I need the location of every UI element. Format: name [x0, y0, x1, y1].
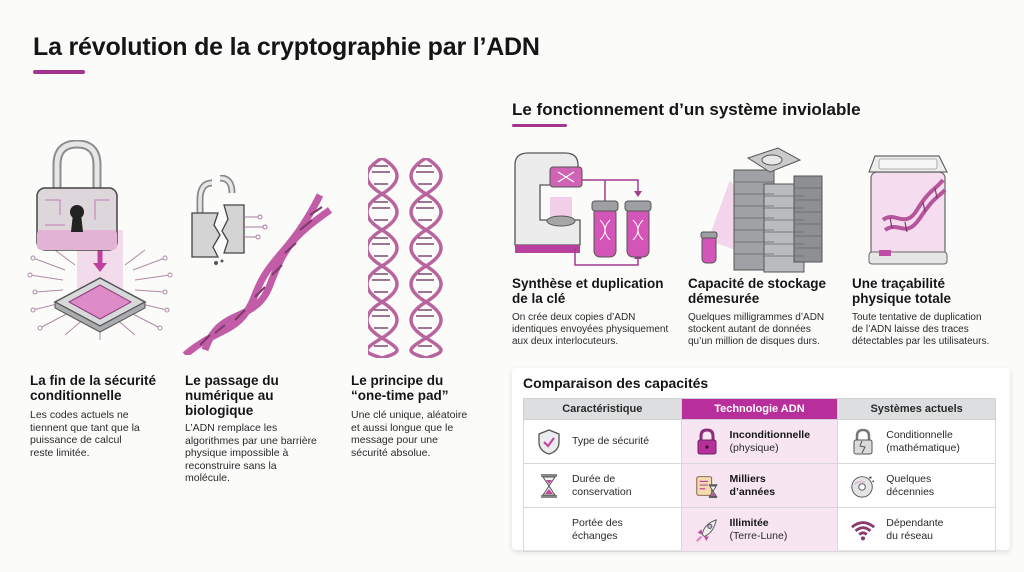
- card-title: Le passage du numérique au biologique: [185, 373, 279, 418]
- card-storage-capacity: Capacité de stockage démesurée Quelques …: [688, 276, 827, 347]
- column-header-adn: Technologie ADN: [680, 398, 839, 420]
- card-digital-to-biological: Le passage du numérique au biologique L’…: [185, 373, 335, 485]
- page-title: La révolution de la cryptographie par l’…: [33, 33, 540, 61]
- title-underline: [33, 70, 85, 74]
- card-title: Le principe du “one-time pad”: [351, 373, 449, 403]
- column-header-feature: Caractéristique: [523, 398, 682, 420]
- table-header-row: Caractéristique Technologie ADN Systèmes…: [523, 398, 996, 420]
- hourglass-icon: [536, 472, 562, 500]
- card-text: L’ADN remplace les algorithmes par une b…: [185, 422, 317, 484]
- rocket-icon: [694, 516, 720, 544]
- card-end-of-conditional-security: La fin de la sécurité conditionnelle Les…: [30, 373, 180, 459]
- two-dna-strands-icon: [368, 158, 443, 358]
- card-text: Une clé unique, aléatoire et aussi longu…: [351, 409, 468, 459]
- vial-vs-hard-drives-icon: [700, 147, 823, 273]
- card-text: Les codes actuels ne tiennent que tant q…: [30, 409, 140, 459]
- padlock-over-chip-icon: [27, 140, 173, 340]
- range-icon-placeholder: [536, 516, 562, 544]
- section-underline: [512, 124, 567, 127]
- column-header-current: Systèmes actuels: [837, 398, 996, 420]
- wifi-icon: [850, 516, 876, 544]
- cracked-padlock-icon: [850, 428, 876, 456]
- shield-check-icon: [536, 428, 562, 456]
- section-heading: Le fonctionnement d’un système inviolabl…: [512, 100, 861, 119]
- comparison-panel: Comparaison des capacités Caractéristiqu…: [512, 368, 1010, 552]
- dna-container-icon: [868, 155, 948, 265]
- table-row: Type de sécurité Inconditionnelle(physiq…: [523, 419, 996, 464]
- scroll-hourglass-icon: [694, 472, 720, 500]
- card-traceability: Une traçabilité physique totale Toute te…: [852, 276, 990, 347]
- card-key-synthesis: Synthèse et duplication de la clé On cré…: [512, 276, 669, 347]
- broken-padlock-dna-icon: [182, 175, 333, 355]
- card-title: La fin de la sécurité conditionnelle: [30, 373, 157, 403]
- damaged-disc-icon: [850, 472, 876, 500]
- dna-synthesizer-icon: [514, 152, 652, 266]
- card-one-time-pad: Le principe du “one-time pad” Une clé un…: [351, 373, 491, 459]
- comparison-title: Comparaison des capacités: [523, 375, 709, 391]
- locked-padlock-icon: [694, 427, 720, 456]
- comparison-table: Caractéristique Technologie ADN Systèmes…: [523, 398, 996, 552]
